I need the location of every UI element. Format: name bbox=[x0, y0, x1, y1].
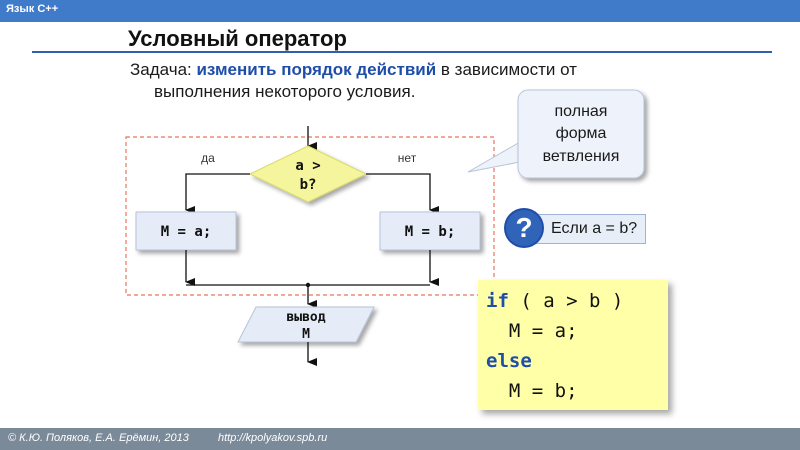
output-parallelogram bbox=[237, 306, 375, 343]
footer-url[interactable]: http://kpolyakov.spb.ru bbox=[218, 432, 328, 444]
callout-line1: полная bbox=[555, 103, 608, 120]
callout-line2: форма bbox=[556, 125, 607, 142]
yes-label: да bbox=[201, 151, 215, 165]
code-line-assign-a: M = a; bbox=[486, 320, 578, 342]
output-line2: M bbox=[302, 327, 310, 342]
condition-line2: b? bbox=[300, 177, 317, 193]
task-rest: в зависимости от bbox=[436, 60, 577, 79]
task-text: Задача: изменить порядок действий в зави… bbox=[130, 59, 690, 103]
slide-title: Условный оператор bbox=[128, 26, 347, 51]
code-line-assign-b: M = b; bbox=[486, 380, 578, 402]
code-kw-else: else bbox=[486, 350, 532, 372]
callout-pointer bbox=[467, 141, 521, 173]
no-label: нет bbox=[398, 151, 417, 165]
task-line2: выполнения некоторого условия. bbox=[154, 82, 416, 101]
code-line-if: if ( a > b ) bbox=[486, 286, 660, 316]
dashed-frame bbox=[125, 136, 495, 296]
code-block: if ( a > b ) M = a; else M = b; bbox=[478, 280, 668, 410]
question-text: Если a = b? bbox=[534, 214, 647, 244]
title-underline bbox=[32, 51, 772, 53]
question-icon: ? bbox=[506, 210, 542, 246]
right-action-text: M = b; bbox=[405, 224, 456, 240]
right-action-box bbox=[379, 211, 481, 251]
left-action-text: M = a; bbox=[161, 224, 212, 240]
footer-authors: © К.Ю. Поляков, Е.А. Ерёмин, 2013 bbox=[8, 432, 189, 444]
task-prefix: Задача: bbox=[130, 60, 197, 79]
footer-bar: © К.Ю. Поляков, Е.А. Ерёмин, 2013 http:/… bbox=[0, 428, 800, 450]
code-if-condition: ( a > b ) bbox=[508, 290, 624, 312]
course-label: Язык С++ bbox=[6, 3, 59, 15]
callout-line3: ветвления bbox=[543, 148, 620, 165]
task-highlight: изменить порядок действий bbox=[196, 60, 437, 79]
code-kw-if: if bbox=[486, 290, 509, 312]
output-line1: вывод bbox=[286, 310, 325, 325]
yes-branch-arrow bbox=[185, 173, 250, 214]
header-bar: Язык С++ bbox=[0, 0, 800, 22]
callout-bubble bbox=[517, 89, 645, 179]
no-branch-arrow bbox=[366, 173, 439, 214]
condition-line1: a > bbox=[295, 158, 320, 174]
left-action-box bbox=[135, 211, 237, 251]
question-box: Если a = b? ? bbox=[506, 210, 674, 246]
condition-diamond bbox=[248, 145, 368, 203]
